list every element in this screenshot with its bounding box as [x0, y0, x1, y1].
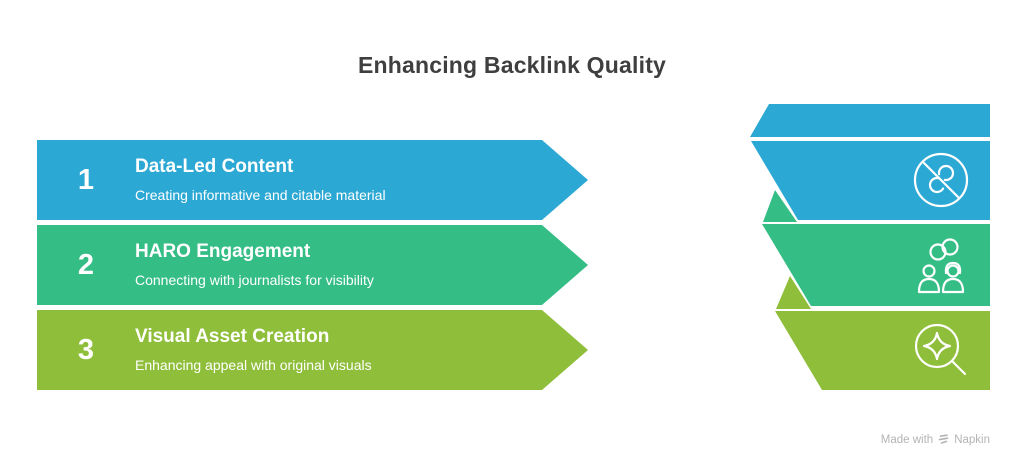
- broken-link-icon: [913, 152, 969, 208]
- sparkle-search-icon: [914, 323, 967, 376]
- ribbon-band-3: [775, 311, 990, 390]
- step-number: 3: [77, 334, 95, 366]
- step-description: Connecting with journalists for visibili…: [135, 272, 374, 288]
- step-title: Visual Asset Creation: [135, 326, 330, 347]
- watermark-prefix: Made with: [880, 433, 934, 446]
- ribbon-band-2: [762, 224, 990, 306]
- step-description: Enhancing appeal with original visuals: [135, 357, 372, 373]
- step-banner-2: 2 HARO Engagement Connecting with journa…: [37, 225, 588, 305]
- step-banner-1: 1 Data-Led Content Creating informative …: [37, 140, 588, 220]
- napkin-watermark: Made with Napkin: [881, 433, 990, 446]
- people-link-icon: [917, 238, 965, 294]
- step-number: 1: [77, 164, 95, 196]
- ribbon-fold-top: [750, 104, 990, 137]
- step-title: Data-Led Content: [135, 156, 294, 177]
- ribbon-band-1: [751, 141, 990, 220]
- ribbon-graphic: [750, 104, 990, 390]
- step-banner-3: 3 Visual Asset Creation Enhancing appeal…: [37, 310, 588, 390]
- page-title: Enhancing Backlink Quality: [357, 52, 667, 78]
- step-title: HARO Engagement: [135, 241, 311, 262]
- napkin-logo-icon: [938, 434, 949, 444]
- step-number: 2: [77, 249, 95, 281]
- step-description: Creating informative and citable materia…: [135, 187, 386, 203]
- ribbon-fold-2: [763, 190, 797, 222]
- watermark-brand: Napkin: [954, 433, 990, 446]
- ribbon-fold-3: [776, 276, 811, 309]
